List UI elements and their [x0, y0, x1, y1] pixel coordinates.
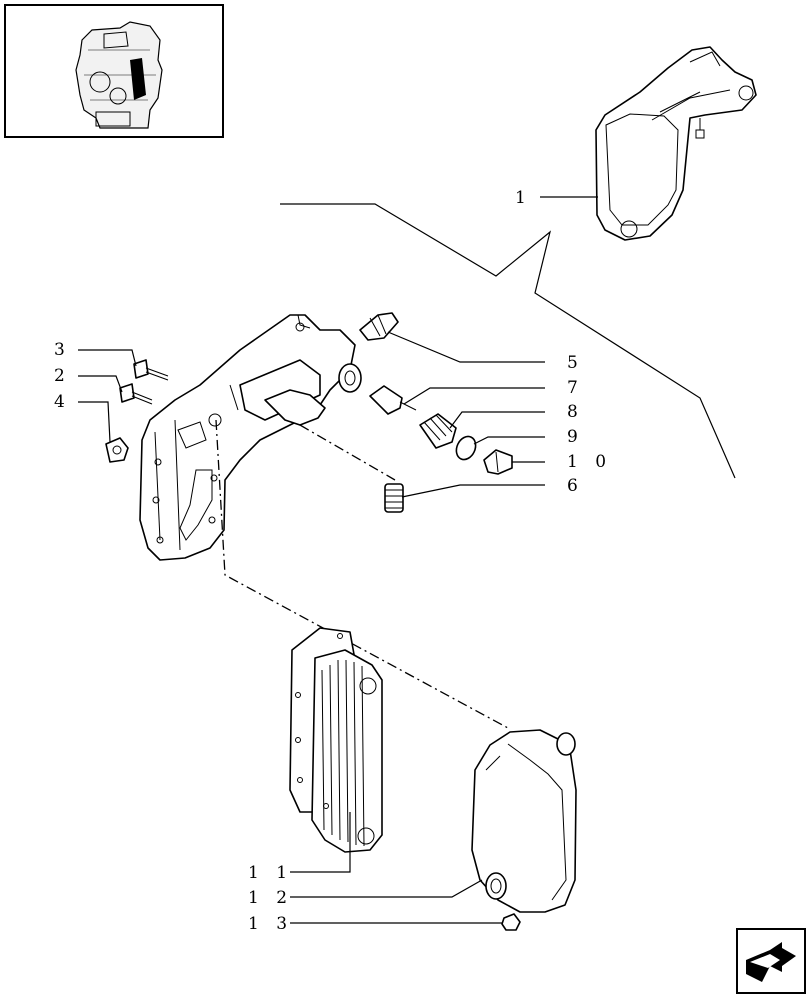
next-page-arrow-icon[interactable] [736, 928, 806, 994]
assembly-reference-line [280, 203, 736, 479]
leader-4 [78, 401, 111, 443]
label-part-2: 2 [54, 366, 71, 386]
part-6-insert [384, 483, 404, 513]
label-part-7: 7 [567, 378, 584, 398]
part-12-cover [471, 729, 577, 913]
label-part-13: 1 3 [248, 914, 293, 934]
label-part-8: 8 [567, 402, 584, 422]
part-3-screw [133, 359, 169, 381]
label-part-10: 1 0 [567, 452, 612, 472]
part-5-fitting [359, 312, 399, 341]
engine-location-thumbnail[interactable] [4, 4, 224, 138]
label-part-1: 1 [515, 188, 532, 208]
part-8-spring [419, 413, 457, 449]
part-11-oil-cooler [289, 627, 383, 853]
part-4-plug [105, 437, 129, 463]
leader-8 [449, 411, 545, 429]
filter-support-housing [139, 314, 362, 561]
label-part-12: 1 2 [248, 888, 293, 908]
leader-11 [290, 812, 351, 873]
leader-12 [290, 879, 483, 898]
label-part-3: 3 [54, 340, 71, 360]
label-part-9: 9 [567, 427, 584, 447]
part-10-plug [483, 449, 513, 475]
oil-filter-support-assembly [595, 46, 757, 241]
leader-3 [78, 349, 137, 367]
part-13-nut [501, 913, 521, 931]
assembly-centerline-main [215, 419, 509, 729]
engine-thumbnail-icon [75, 21, 163, 129]
leader-9 [473, 436, 545, 445]
label-part-4: 4 [54, 392, 71, 412]
part-9-o-ring [455, 435, 477, 461]
leader-2 [78, 375, 123, 393]
part-2-screw [119, 383, 153, 405]
leader-7 [403, 387, 545, 405]
part-7-valve [369, 385, 417, 415]
leader-6 [401, 484, 545, 498]
assembly-centerline-insert [299, 424, 396, 481]
label-part-6: 6 [567, 476, 584, 496]
label-part-11: 1 1 [248, 863, 293, 883]
label-part-5: 5 [567, 353, 584, 373]
leader-5 [387, 331, 545, 363]
